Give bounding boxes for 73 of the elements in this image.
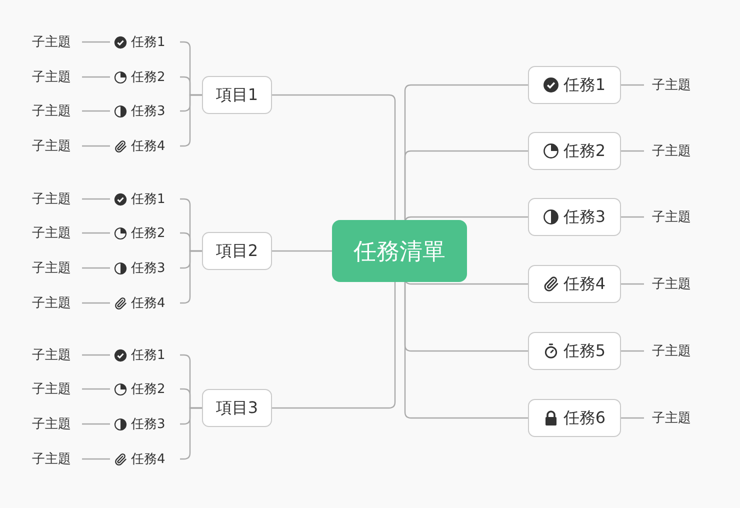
connector-line	[621, 150, 644, 152]
subtopic-text: 子主題	[652, 143, 691, 160]
task-label: 任務4	[131, 295, 166, 312]
task-label: 任務5	[563, 340, 606, 362]
connector-line	[404, 282, 528, 419]
central-topic-box	[332, 220, 467, 282]
subtopic-text: 子主題	[652, 276, 691, 293]
subtopic-text: 子主題	[652, 410, 691, 427]
subtopic-text: 子主題	[32, 69, 71, 86]
connector-line	[272, 94, 396, 220]
project-box	[202, 76, 272, 114]
project-box	[202, 232, 272, 270]
connector-line	[82, 267, 110, 269]
task-label: 項目3	[216, 398, 258, 418]
subtopic-text: 子主題	[32, 381, 71, 398]
connector-line	[272, 250, 332, 252]
subtopic-text: 子主題	[32, 347, 71, 364]
subtopic-text: 子主題	[32, 295, 71, 312]
task-label: 任務1	[131, 347, 166, 364]
subtopic-text: 子主題	[652, 343, 691, 360]
subtopic-text: 子主題	[32, 138, 71, 155]
task-box	[528, 66, 621, 104]
subtopic-text: 子主題	[32, 34, 71, 51]
task-box	[528, 198, 621, 236]
topic-title: 任務清單	[354, 238, 446, 266]
task-label: 任務4	[131, 138, 166, 155]
task-label: 任務3	[131, 103, 166, 120]
task-label: 項目2	[216, 240, 258, 262]
connector-line	[82, 302, 110, 304]
connector-line	[82, 198, 110, 200]
connector-line	[621, 350, 644, 352]
task-label: 任務2	[563, 140, 606, 162]
connector-line	[82, 354, 110, 356]
task-label: 任務1	[131, 34, 166, 51]
connector-line	[82, 76, 110, 78]
connector-line	[82, 41, 110, 43]
task-label: 任務4	[131, 451, 166, 468]
task-box	[528, 399, 621, 437]
subtopic-text: 子主題	[32, 416, 71, 433]
task-label: 任務2	[131, 69, 166, 86]
task-label: 任務6	[563, 408, 606, 428]
task-label: 任務2	[131, 381, 166, 398]
task-box	[528, 332, 621, 370]
connector-line	[82, 110, 110, 112]
connector-line	[272, 282, 396, 409]
task-label: 任務1	[131, 191, 166, 208]
subtopic-text: 子主題	[652, 77, 691, 94]
subtopic-text: 子主題	[32, 260, 71, 277]
connector-line	[82, 458, 110, 460]
task-label: 任務1	[563, 74, 606, 96]
task-box	[528, 265, 621, 303]
task-label: 任務4	[563, 274, 606, 294]
subtopic-text: 子主題	[32, 225, 71, 242]
subtopic-text: 子主題	[32, 451, 71, 468]
task-label: 任務3	[131, 416, 166, 433]
connector-line	[82, 232, 110, 234]
subtopic-text: 子主題	[652, 209, 691, 226]
task-label: 任務2	[131, 225, 166, 242]
subtopic-text: 子主題	[32, 191, 71, 208]
connector-line	[82, 145, 110, 147]
connector-line	[621, 216, 644, 218]
connector-line	[621, 84, 644, 86]
connector-line	[621, 283, 644, 285]
subtopic-text: 子主題	[32, 103, 71, 120]
connector-line	[404, 150, 528, 220]
task-box	[528, 132, 621, 170]
task-label: 項目1	[216, 84, 258, 106]
project-box	[202, 389, 272, 427]
connector-line	[82, 423, 110, 425]
connector-line	[82, 388, 110, 390]
connector-line	[621, 417, 644, 419]
task-label: 任務3	[131, 260, 166, 277]
task-label: 任務3	[563, 206, 606, 228]
